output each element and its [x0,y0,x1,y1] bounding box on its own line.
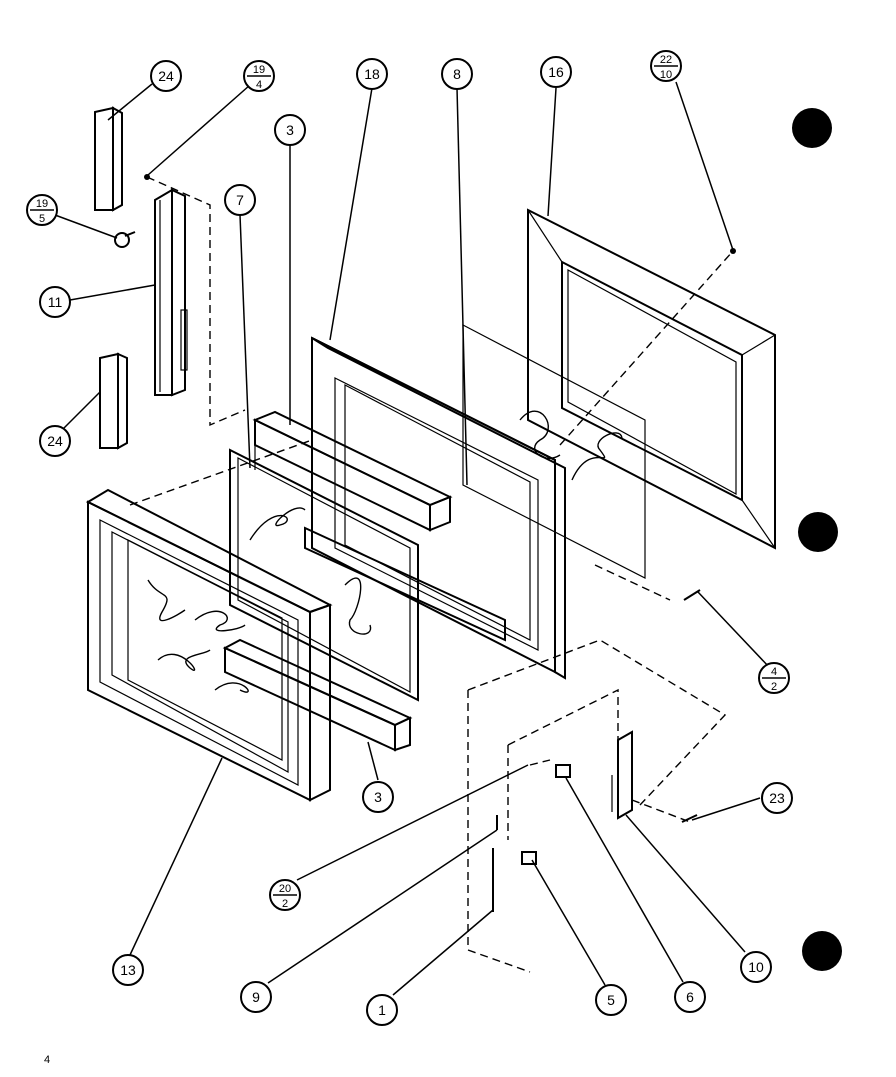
leader-lines [54,81,771,996]
callout-19-4: 19 4 [243,60,275,92]
callout-label: 11 [48,294,63,310]
callout-label: 7 [236,192,244,208]
callout-top: 22 [660,54,672,66]
callout-8: 8 [441,58,473,90]
callout-3-top: 3 [274,114,306,146]
part-5-latch [521,851,537,865]
part-13-front-frame [85,488,333,802]
part-23-screw [681,814,698,823]
callout-label: 13 [120,962,136,978]
callout-bottom: 5 [39,213,45,225]
binder-hole-bottom [802,931,842,971]
callout-24-top: 24 [150,60,182,92]
part-inner-lower-bar [304,526,506,642]
callout-6: 6 [674,981,706,1013]
assembly-dashed-lines [129,176,734,973]
callout-top: 20 [279,883,291,895]
callout-4-2: 4 2 [758,662,790,694]
callout-bottom: 4 [256,79,262,91]
part-22-10-screw [730,248,736,254]
part-18-inner-frame [311,336,566,680]
callout-bottom: 2 [282,898,288,910]
part-6-latch [555,764,571,778]
part-24-lower-block [99,352,128,450]
binder-hole-middle [798,512,838,552]
callout-top: 19 [253,64,265,76]
binder-hole-top [792,108,832,148]
callout-label: 10 [748,959,764,975]
callout-label: 5 [607,992,615,1008]
callout-label: 23 [769,790,785,806]
callout-23: 23 [761,782,793,814]
part-3-lower-bar [222,638,413,752]
part-16-door-frame [527,208,776,550]
callout-label: 6 [686,989,694,1005]
part-3-upper-bar [252,410,453,532]
callout-10: 10 [740,951,772,983]
part-10-latch-plate [611,730,633,820]
callout-3-bottom: 3 [362,781,394,813]
page-number: 4 [44,1054,50,1066]
callout-label: 24 [47,433,63,449]
callout-label: 3 [374,789,382,805]
callout-20-2: 20 2 [269,879,301,911]
callout-5: 5 [595,984,627,1016]
callout-bottom: 10 [660,69,672,81]
callout-bottom: 2 [771,681,777,693]
part-19-5-screw [114,231,136,248]
callout-13: 13 [112,954,144,986]
part-24-upper-block [94,106,123,212]
part-11-hinge [154,188,188,397]
part-4-2-screw [683,589,701,601]
callout-label: 8 [453,66,461,82]
callout-label: 24 [158,68,174,84]
callout-label: 9 [252,989,260,1005]
callout-label: 3 [286,122,294,138]
callout-label: 1 [378,1002,386,1018]
callout-7: 7 [224,184,256,216]
callout-22-10: 22 10 [650,50,682,82]
callout-1: 1 [366,994,398,1026]
callout-18: 18 [356,58,388,90]
callout-label: 16 [548,64,564,80]
callout-top: 19 [36,198,48,210]
callout-label: 18 [364,66,380,82]
callout-24-bottom: 24 [39,425,71,457]
callout-9: 9 [240,981,272,1013]
callout-16: 16 [540,56,572,88]
callout-11: 11 [39,286,71,318]
callout-top: 4 [771,666,777,678]
callout-19-5: 19 5 [26,194,58,226]
